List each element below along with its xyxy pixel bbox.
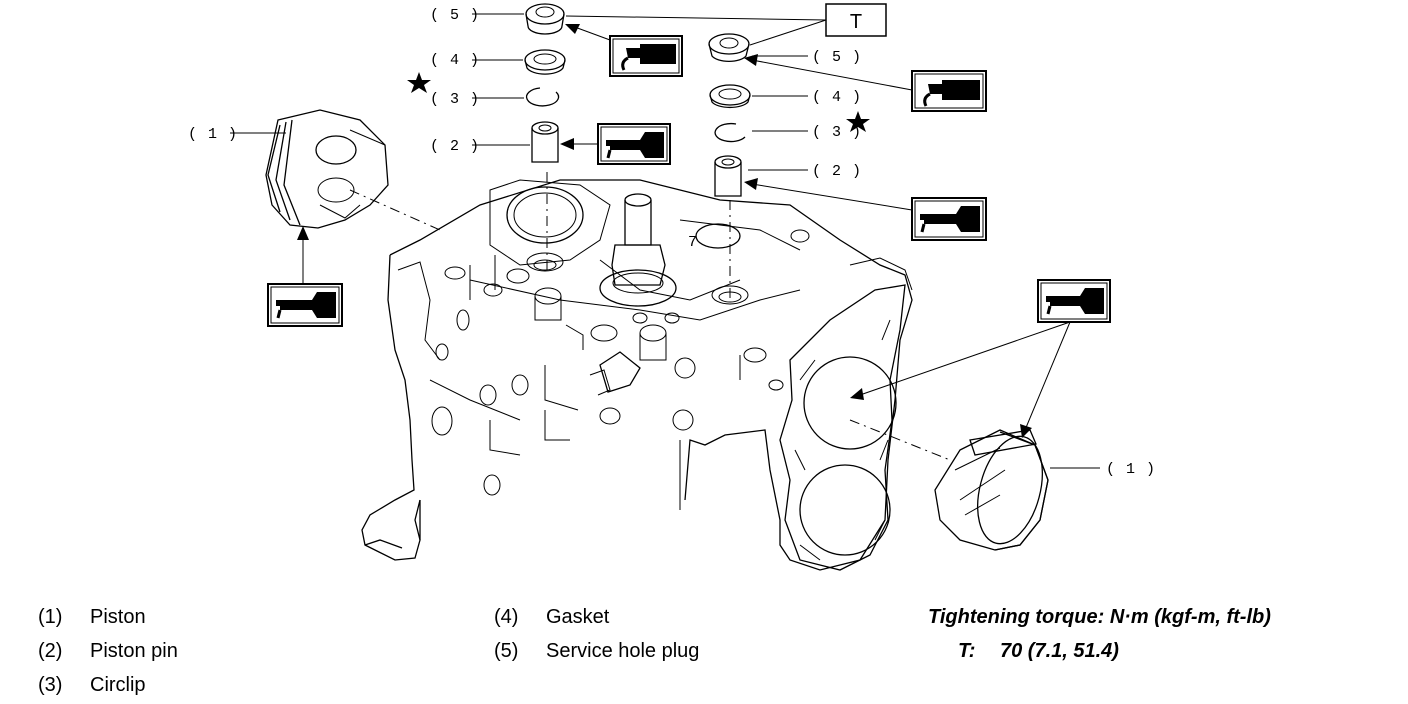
oil-application-icon (1037, 279, 1111, 323)
legend-item: (1) Piston (38, 600, 178, 634)
legend-num: (2) (38, 640, 63, 662)
torque-spec: Tightening torque: N·m (kgf-m, ft-lb) T:… (928, 600, 1271, 668)
callout-3-left: ( 3 ) (430, 91, 480, 108)
replace-part-star-icon (407, 72, 431, 93)
torque-value: 70 (7.1, 51.4) (1000, 640, 1119, 662)
callout-1-right: ( 1 ) (1106, 461, 1156, 478)
legend-middle: (4) Gasket (5) Service hole plug (494, 600, 699, 668)
piston-pin-left (531, 121, 559, 163)
legend-item: (3) Circlip (38, 668, 178, 702)
legend-num: (3) (38, 674, 63, 696)
torque-key: T: (958, 640, 976, 662)
gasket-left (524, 49, 566, 75)
oil-application-icon (267, 283, 343, 327)
callout-5-left: ( 5 ) (430, 7, 480, 24)
grease-application-icon (609, 35, 683, 77)
piston-pin-right (714, 155, 742, 197)
legend-text: Gasket (546, 606, 610, 628)
torque-box-label: T (850, 11, 862, 33)
callout-4-left: ( 4 ) (430, 52, 480, 69)
callout-3-right: ( 3 ) (812, 124, 862, 141)
cylinder-block-drawing: 7 (349, 172, 951, 571)
legend-left: (1) Piston (2) Piston pin (3) Circlip (38, 600, 178, 702)
callout-2-left: ( 2 ) (430, 138, 480, 155)
leader-lines (230, 13, 1100, 469)
service-hole-plug-left (525, 3, 565, 35)
torque-heading: Tightening torque: N·m (kgf-m, ft-lb) (928, 606, 1271, 628)
callout-5-right: ( 5 ) (812, 49, 862, 66)
legend-text: Piston (90, 606, 146, 628)
legend-num: (4) (494, 606, 519, 628)
circlip-left (525, 87, 560, 107)
service-hole-plug-right (708, 33, 750, 62)
legend-num: (5) (494, 640, 519, 662)
callout-1-left: ( 1 ) (188, 126, 238, 143)
legend-text: Circlip (90, 674, 146, 696)
circlip-right (714, 122, 746, 143)
replace-part-star-icon (846, 111, 870, 132)
callout-labels: ( 5 ) ( 4 ) ( 3 ) ( 2 ) ( 1 ) ( 5 ) ( 4 … (188, 7, 1156, 478)
legend-item: (5) Service hole plug (494, 634, 699, 668)
torque-callout-box: T (825, 3, 887, 37)
legend-num: (1) (38, 606, 63, 628)
piston-right (934, 429, 1049, 551)
gasket-right (709, 84, 751, 109)
callout-2-right: ( 2 ) (812, 163, 862, 180)
legend-text: Service hole plug (546, 640, 700, 662)
legend-text: Piston pin (90, 640, 178, 662)
torque-value-row: T: 70 (7.1, 51.4) (928, 634, 1271, 668)
piston-left (265, 109, 389, 229)
oil-application-icon (911, 197, 987, 241)
legend-item: (2) Piston pin (38, 634, 178, 668)
oil-application-icon (597, 123, 671, 165)
legend-item: (4) Gasket (494, 600, 699, 634)
grease-application-icon (911, 70, 987, 112)
callout-4-right: ( 4 ) (812, 89, 862, 106)
svg-text:7: 7 (688, 234, 698, 251)
